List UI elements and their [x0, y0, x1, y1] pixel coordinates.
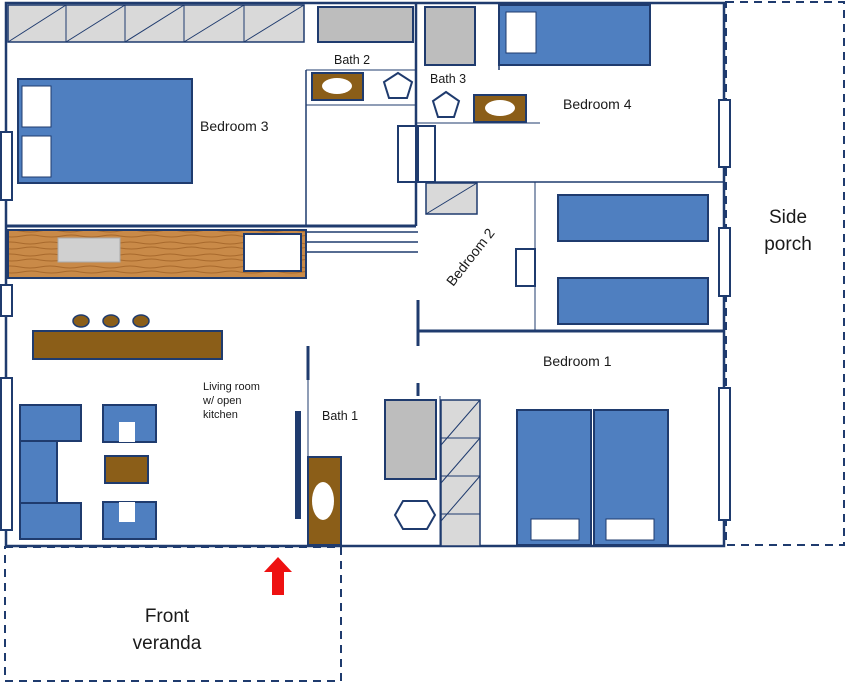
tv-unit — [295, 411, 301, 519]
label-bedroom-1: Bedroom 1 — [543, 353, 612, 369]
bath1-sink — [307, 456, 342, 546]
bed-bedroom1-right — [593, 409, 669, 546]
label-side-porch-line-2: porch — [764, 234, 812, 255]
pentagon-toilet-icon — [431, 90, 461, 118]
hexagon-shower-icon — [393, 500, 437, 530]
label-bedroom-3: Bedroom 3 — [200, 118, 269, 134]
coffee-table — [104, 455, 149, 484]
label-living-room: Living room w/ open kitchen — [203, 380, 283, 422]
label-living-line-1: Living room — [203, 381, 260, 393]
wardrobe-door-1 — [397, 125, 417, 183]
bar-stool — [72, 314, 90, 328]
bedroom2-nightstand — [515, 248, 536, 287]
bed-bedroom3 — [17, 78, 193, 184]
side-porch-outline — [725, 1, 845, 546]
label-side-porch-line-1: Side — [768, 207, 808, 228]
closet-bedroom1 — [440, 399, 481, 547]
label-living-line-2: w/ open — [203, 395, 242, 407]
bath2-sink — [311, 72, 364, 101]
armchair-bottom — [102, 501, 157, 540]
label-bath-1: Bath 1 — [322, 409, 359, 423]
closet-bedroom2 — [425, 182, 478, 215]
kitchen-island — [32, 330, 223, 360]
kitchen-counter — [7, 229, 307, 279]
red-up-arrow-icon — [264, 557, 292, 595]
bath3-sink — [473, 94, 527, 123]
label-front-veranda: Front veranda — [117, 603, 217, 657]
pentagon-toilet-icon — [382, 71, 414, 99]
bath3-shower — [424, 6, 476, 66]
bed-bedroom4 — [498, 4, 651, 66]
bath2-shower — [317, 6, 414, 43]
label-living-line-3: kitchen — [203, 409, 238, 421]
window-left-1 — [0, 131, 13, 201]
window-right-3 — [718, 387, 731, 521]
bed-bedroom2-lower — [557, 277, 709, 325]
window-left-3 — [0, 377, 13, 531]
window-right-1 — [718, 99, 731, 168]
sofa — [19, 404, 82, 540]
window-right-2 — [718, 227, 731, 297]
bath1-shower — [384, 399, 437, 480]
wardrobe-door-2 — [417, 125, 436, 183]
window-left-2 — [0, 284, 13, 317]
bed-bedroom1-left — [516, 409, 592, 546]
label-bedroom-4: Bedroom 4 — [563, 96, 632, 112]
label-bath-2: Bath 2 — [334, 53, 371, 67]
label-front-veranda-line-1: Front — [144, 606, 190, 627]
armchair-top — [102, 404, 157, 443]
bar-stool — [132, 314, 150, 328]
bar-stool — [102, 314, 120, 328]
label-side-porch: Side porch — [752, 204, 824, 258]
label-front-veranda-line-2: veranda — [132, 633, 202, 654]
label-bath-3: Bath 3 — [430, 72, 467, 86]
bed-bedroom2-upper — [557, 194, 709, 242]
closet-bedroom3 — [7, 4, 305, 43]
